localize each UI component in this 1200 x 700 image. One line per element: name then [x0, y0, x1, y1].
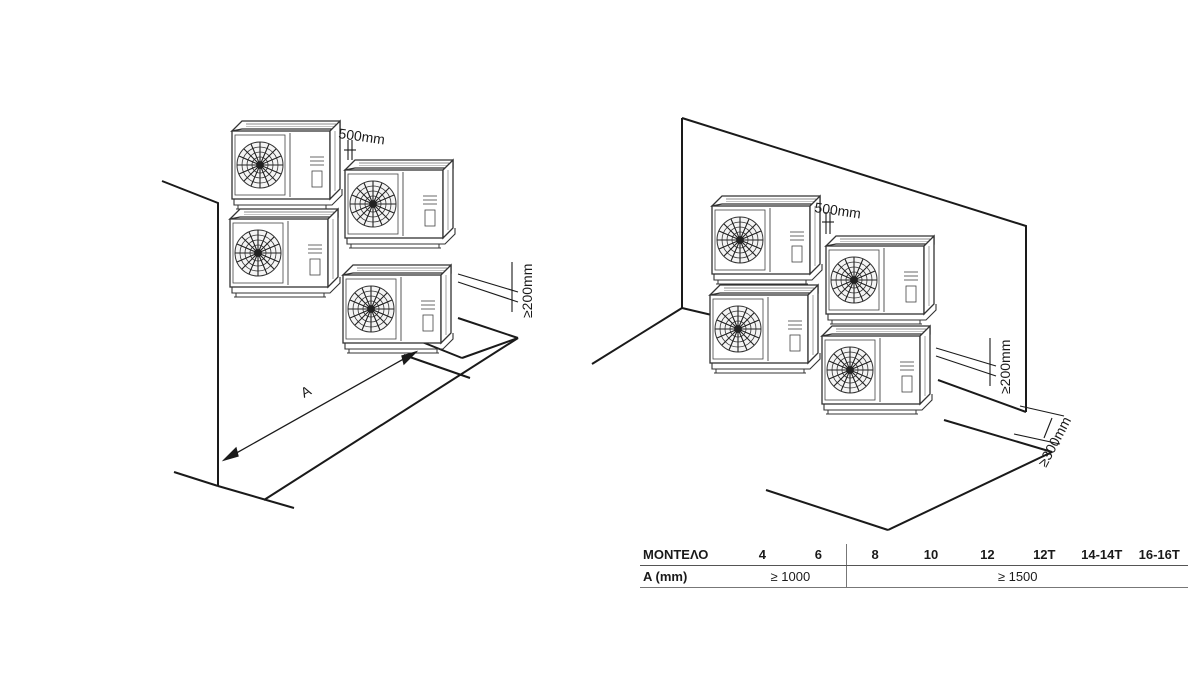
- model-cell: 12T: [1015, 544, 1074, 566]
- left-distance-arrow: [221, 350, 419, 462]
- distance-small-models: ≥ 1000: [734, 565, 848, 588]
- model-cell: 6: [790, 544, 848, 566]
- right-height-dimension: [935, 338, 997, 386]
- right-depth-dimension: [1013, 405, 1065, 445]
- right-unit-top-left: [711, 195, 823, 285]
- distance-header: A (mm): [640, 565, 735, 588]
- clearance-spec-table: ΜΟΝΤΕΛΟ 4 6 8 10 12 12T 14-14T 16-16T A …: [640, 544, 1188, 588]
- left-gap-label: 500mm: [338, 125, 386, 147]
- right-depth-label: ≥300mm: [1035, 414, 1075, 470]
- distance-large-models: ≥ 1500: [846, 565, 1188, 588]
- left-gap-dimension: [344, 140, 356, 160]
- model-header: ΜΟΝΤΕΛΟ: [640, 544, 735, 566]
- model-cell: 10: [902, 544, 960, 566]
- model-cell: 4: [734, 544, 791, 566]
- model-cell: 8: [846, 544, 903, 566]
- left-wall-lines: [161, 180, 519, 509]
- right-gap-dimension: [822, 212, 834, 234]
- right-unit-bottom-left: [709, 284, 821, 374]
- right-gap-label: 500mm: [814, 199, 862, 221]
- right-wall-lines: [591, 117, 1053, 531]
- left-height-label: ≥200mm: [519, 264, 535, 318]
- right-unit-bottom-right: [821, 325, 933, 415]
- model-cell: 16-16T: [1130, 544, 1188, 566]
- right-height-label: ≥200mm: [997, 340, 1013, 394]
- table-row-models: ΜΟΝΤΕΛΟ 4 6 8 10 12 12T 14-14T 16-16T: [640, 544, 1188, 566]
- model-cell: 12: [959, 544, 1016, 566]
- model-cell: 14-14T: [1073, 544, 1131, 566]
- table-row-distance: A (mm) ≥ 1000 ≥ 1500: [640, 565, 1188, 588]
- right-unit-top-right: [825, 235, 937, 325]
- left-height-dimension: [457, 262, 519, 312]
